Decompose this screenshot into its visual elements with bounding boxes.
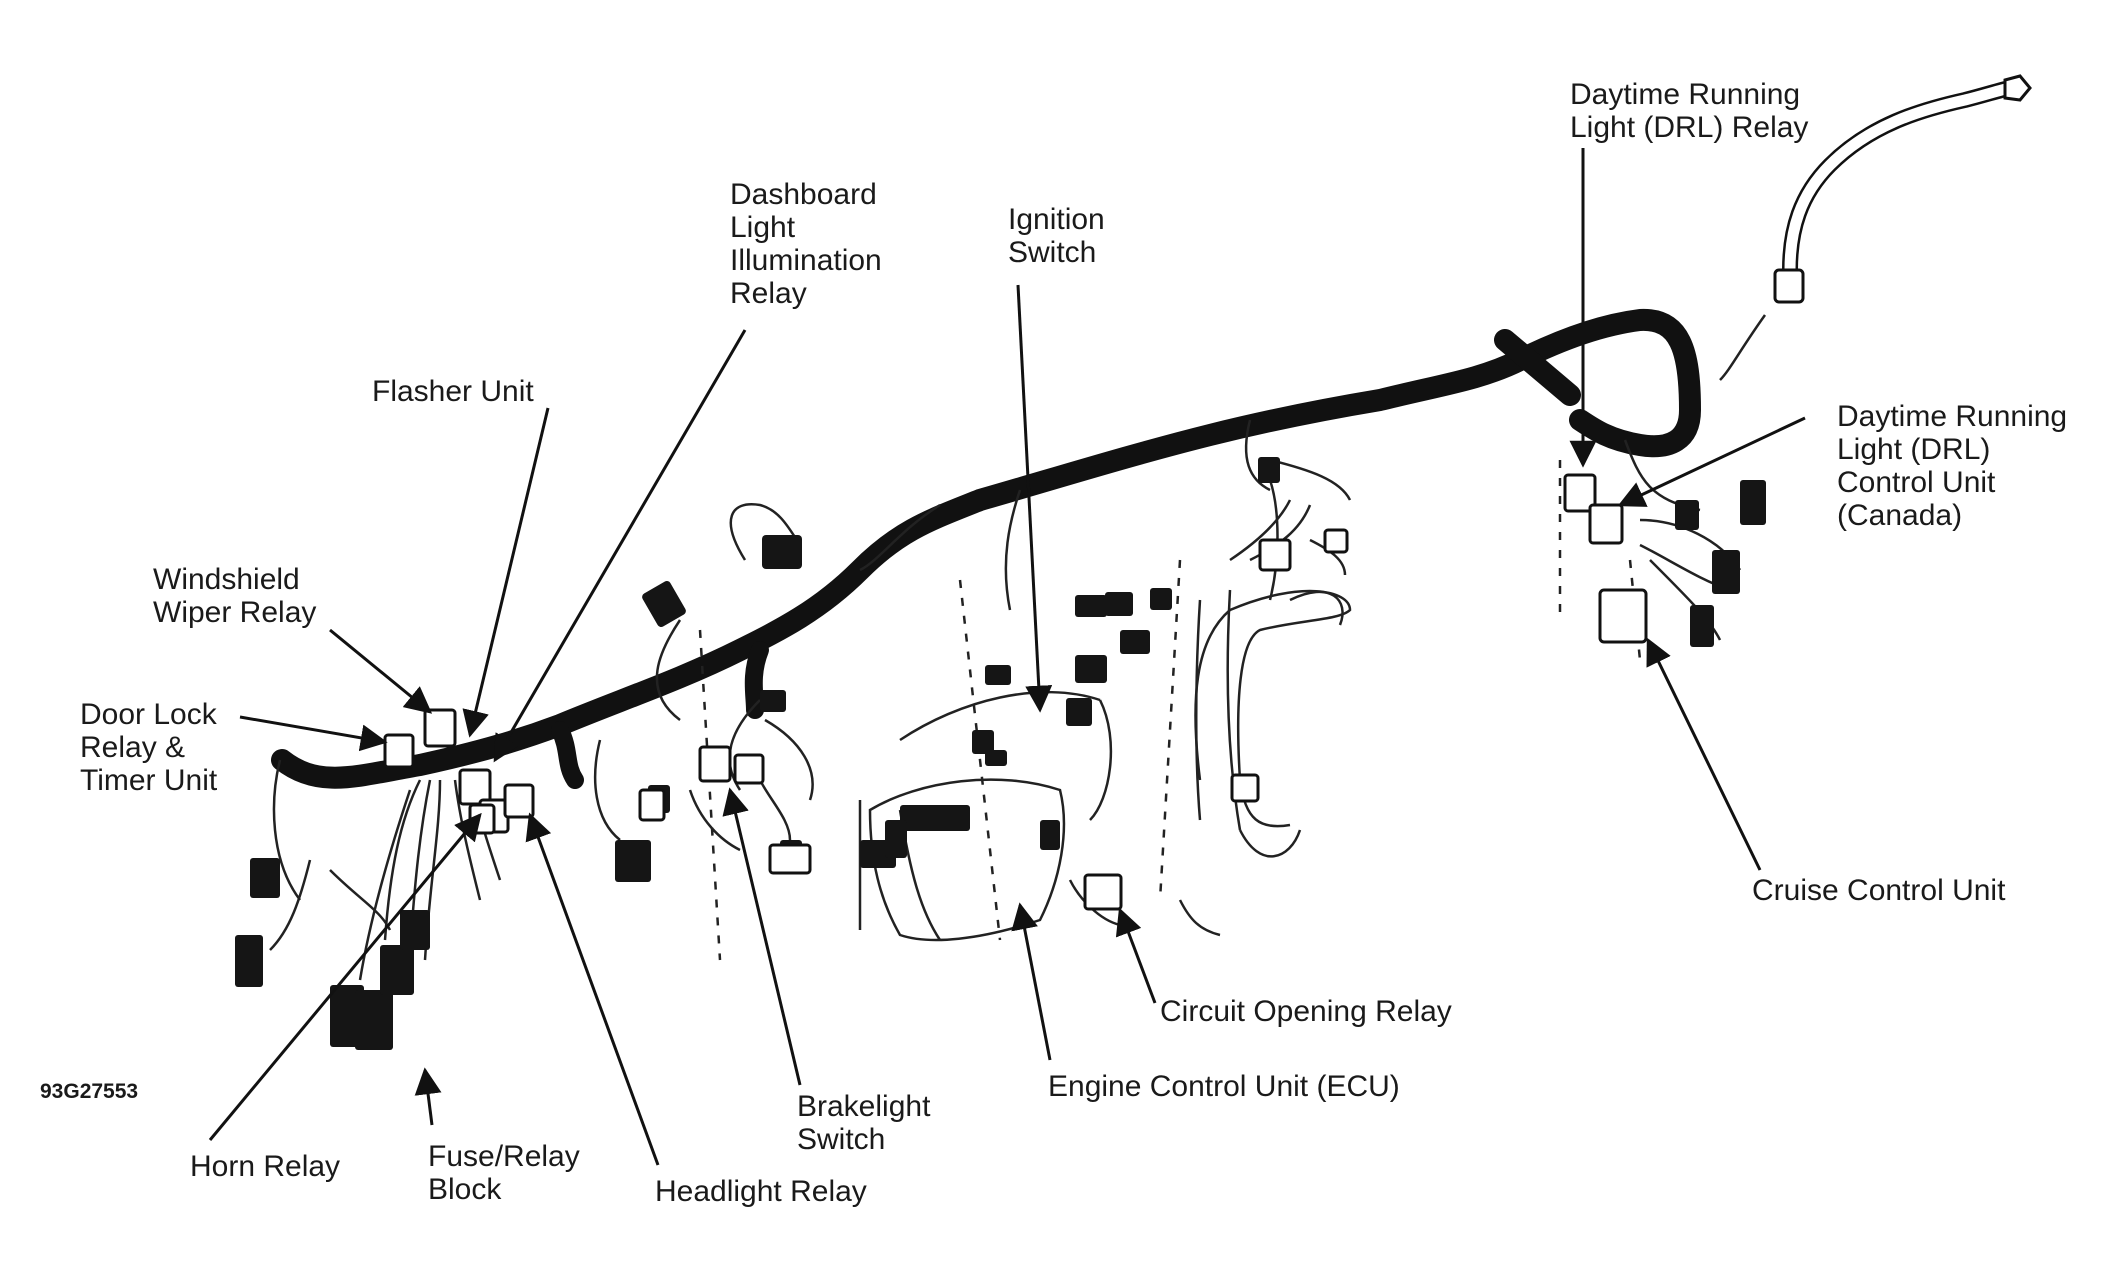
leader-ignition-switch [1016, 284, 1053, 713]
label-circuit-opening-relay: Circuit Opening Relay [1160, 995, 1452, 1028]
label-horn-relay: Horn Relay [190, 1150, 341, 1183]
label-dashboard-relay: Dashboard Light Illumination Relay [730, 178, 882, 310]
label-wiper-relay: Windshield Wiper Relay [153, 563, 317, 629]
label-brakelight-switch: Brakelight Switch [797, 1090, 931, 1156]
label-drl-relay: Daytime Running Light (DRL) Relay [1570, 78, 1809, 144]
label-ignition-switch: Ignition Switch [1008, 203, 1105, 269]
label-door-lock-relay: Door Lock Relay & Timer Unit [80, 698, 218, 797]
leader-drl-control [1617, 416, 1806, 507]
harness-crossbar [1494, 329, 1581, 406]
leader-door-lock [239, 715, 388, 752]
leader-cruise-control [1646, 637, 1762, 871]
leader-wiper-relay [329, 628, 433, 714]
leader-fuse-block [414, 1067, 442, 1126]
leader-flasher [462, 407, 550, 738]
label-headlight-relay: Headlight Relay [655, 1175, 867, 1208]
label-cruise-control-unit: Cruise Control Unit [1752, 874, 2006, 907]
label-fuse-relay-block: Fuse/Relay Block [428, 1140, 580, 1206]
leader-dashboard-relay [493, 329, 747, 763]
harness-branch-left [551, 721, 584, 789]
label-flasher-unit: Flasher Unit [372, 375, 534, 408]
leader-circuit-relay [1115, 907, 1157, 1004]
leader-brakelight [722, 787, 802, 1086]
upper-right-connector [1773, 268, 1805, 304]
relay-boxes [383, 473, 1648, 911]
leader-horn-relay [208, 812, 482, 1141]
label-ecu: Engine Control Unit (ECU) [1048, 1070, 1400, 1103]
leader-ecu [1011, 902, 1052, 1061]
label-drl-control-unit: Daytime Running Light (DRL) Control Unit… [1837, 400, 2068, 532]
figure-code: 93G27553 [40, 1080, 139, 1103]
leader-headlight-relay [525, 812, 660, 1166]
